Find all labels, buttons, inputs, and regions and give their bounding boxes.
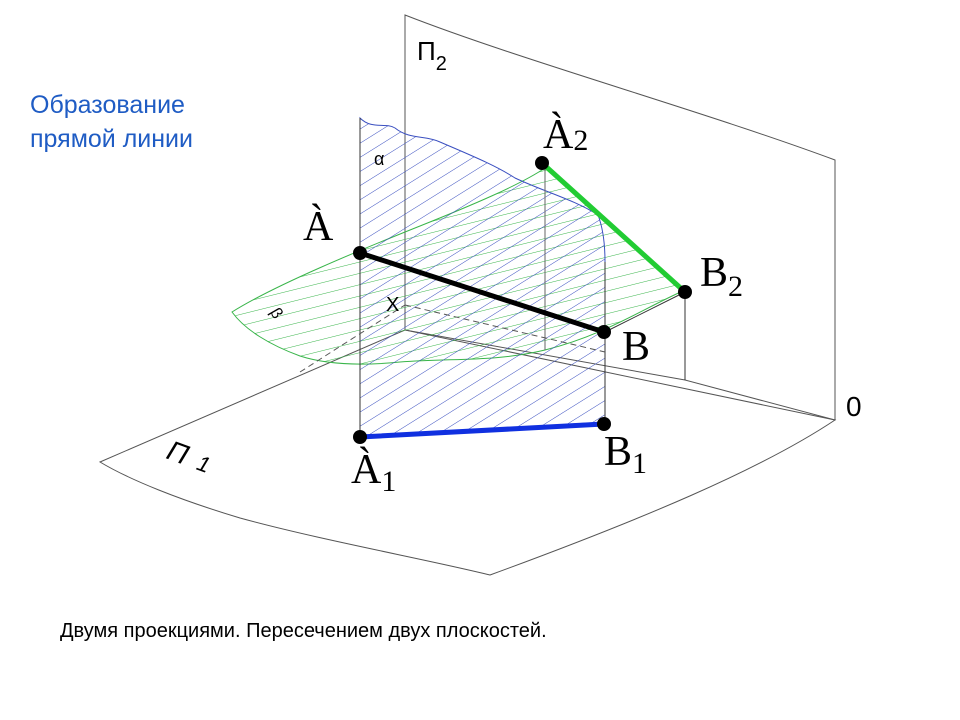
label-horizontal-plane-sub: 1 — [194, 450, 214, 478]
caption: Двумя проекциями. Пересечением двух плос… — [60, 620, 547, 642]
point-A — [353, 246, 367, 260]
label-frontal-plane: П2 — [417, 36, 447, 75]
segment-AB — [357, 250, 607, 335]
label-alpha: α — [374, 149, 384, 169]
point-A1 — [353, 430, 367, 444]
label-A2-main: À — [543, 111, 574, 158]
label-B2-main: B — [700, 250, 728, 296]
diagram-title: Образование прямой линии — [30, 88, 270, 156]
label-B2-sub: 2 — [728, 270, 743, 303]
label-A-main: À — [303, 203, 334, 250]
label-A1-sub: 1 — [381, 465, 396, 498]
axis-x-line — [299, 304, 406, 373]
label-B-main: B — [622, 324, 650, 370]
label-B1-sub: 1 — [632, 447, 647, 480]
label-B: B — [622, 324, 650, 370]
label-A: À — [303, 203, 334, 250]
plane-alpha — [359, 116, 606, 438]
label-horizontal-plane-main: П — [163, 435, 193, 471]
title-line-1: Образование — [30, 91, 185, 119]
label-B1: B1 — [604, 429, 647, 480]
segment-A2B2 — [539, 160, 688, 295]
frontal-plane-outline — [404, 14, 836, 421]
label-A2-sub: 2 — [573, 124, 588, 157]
point-B1 — [597, 417, 611, 431]
label-B1-main: B — [604, 429, 632, 475]
b-b2-connector — [604, 291, 686, 333]
label-frontal-plane-sub: 2 — [436, 53, 447, 75]
label-horizontal-plane: П1 — [163, 435, 215, 479]
segment-A1B1 — [357, 421, 607, 440]
title-line-2: прямой линии — [30, 125, 193, 153]
label-B2: B2 — [700, 250, 743, 303]
axis-x-line-2 — [404, 304, 606, 353]
point-B — [597, 325, 611, 339]
label-A2: À2 — [543, 111, 588, 158]
label-frontal-plane-main: П — [417, 36, 436, 66]
horizontal-plane-outline — [98, 329, 837, 576]
label-A1: À1 — [351, 446, 396, 498]
label-A1-main: À — [351, 446, 382, 493]
label-origin: 0 — [846, 391, 862, 422]
point-A2 — [535, 156, 549, 170]
point-B2 — [678, 285, 692, 299]
label-axis-x: X — [386, 294, 399, 316]
